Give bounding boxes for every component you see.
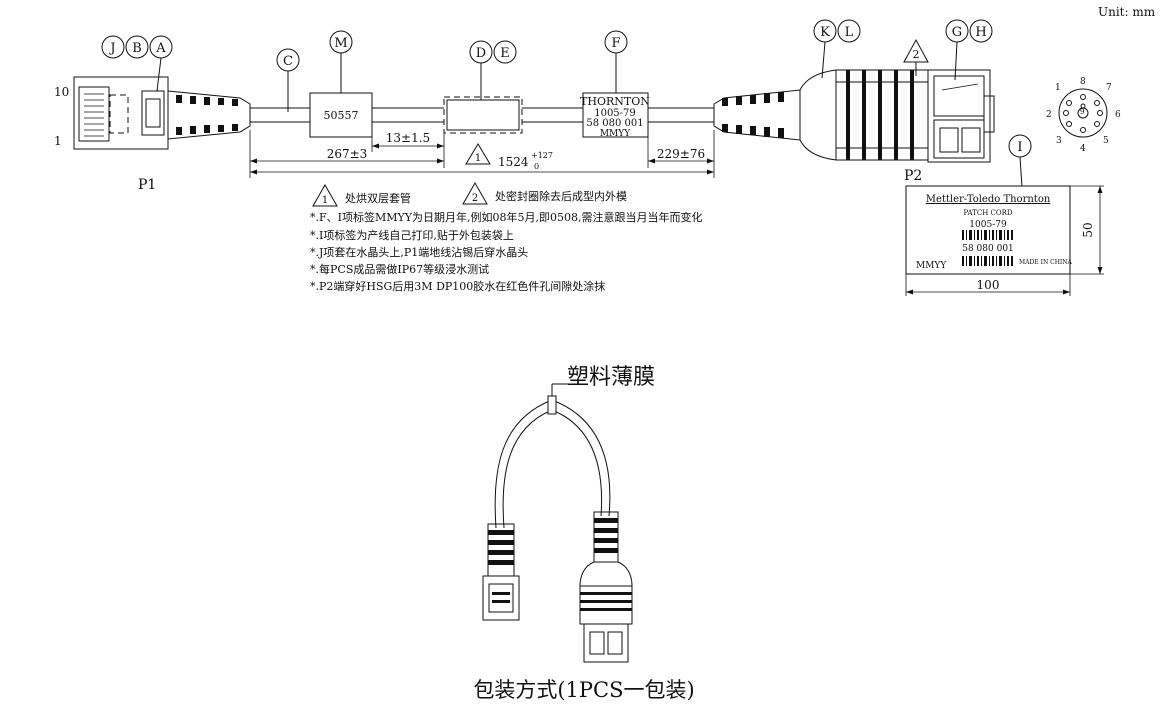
pin-label: 5 [1103,136,1109,146]
callout-m: M [334,36,347,51]
callout-gh-balloon [945,19,993,81]
label-i-part: 1005-79 [969,220,1007,230]
p1-pin-1-label: 1 [54,134,62,148]
dimension-lines [249,130,715,178]
label-i-title: Mettler-Toledo Thornton [926,194,1051,205]
callout-b: B [132,41,142,56]
p2-receptacle [927,69,995,163]
dimension-229: 229±76 [657,147,705,161]
callout-j: J [108,41,115,56]
callout-f: F [611,36,620,51]
pin-label: 6 [1115,110,1121,120]
label-i-height: 50 [1081,222,1095,237]
label-i-origin: MADE IN CHINA [1019,259,1073,266]
callout-c: C [283,54,293,69]
label-f-line2: 1005-79 [594,108,636,119]
dimension-267: 267±3 [327,147,368,161]
dimension-1524-tol-minus: 0 [534,162,539,171]
callout-l: L [845,25,854,40]
note-triangle-2-number: 2 [472,193,478,204]
p1-connector [73,76,169,150]
pin-label: 4 [1080,144,1086,154]
note-line-4: *.每PCS成品需做IP67等级浸水测试 [310,262,489,276]
p1-contacts [84,93,104,137]
label-i-width: 100 [977,278,1000,292]
callout-i-balloon [1008,134,1032,188]
label-i-date: MMYY [916,261,947,271]
label-m [309,92,373,138]
label-f-line3: 58 080 001 [586,118,643,129]
note-line-5: *.P2端穿好HSG后用3M DP100胶水在红色件孔间隙处涂抹 [310,279,605,293]
p2-connector-label: P2 [904,168,922,184]
callout-h: H [975,25,986,40]
label-f [582,92,649,138]
callout-m-balloon [329,30,353,93]
callout-d: D [476,46,486,61]
note-triangle-2 [462,181,488,205]
p2-body [799,69,929,161]
pin-label: 1 [1055,83,1061,93]
triangle-mark-1-text: 1 [475,153,481,164]
callout-de-balloon [469,40,517,100]
note-triangle-1-number: 1 [322,195,328,206]
label-i-barcode-bottom [962,256,1013,266]
note-line-3: *.J项套在水晶头上,P1端地线沾锡后穿水晶头 [310,245,528,259]
callout-c-balloon [276,48,300,112]
callout-jba [101,35,173,92]
cable [250,107,714,123]
note-line-1: *.F、I项标签MMYY为日期月年,例如08年5月,即0508,需注意跟当月当年… [310,210,703,224]
p1-pin-10-label: 10 [54,85,69,99]
triangle-mark-2 [903,38,929,76]
pin-label: 8 [1080,77,1086,87]
callout-g: G [952,25,962,40]
p2-boot [713,89,801,141]
packaging-drawing [482,383,633,663]
packaging-caption: 包装方式(1PCS一包装) [473,678,694,702]
note-line-2: *.I项标签为产线自己打印,贴于外包装袋上 [310,228,514,242]
dimension-1524: 1524 [498,155,529,169]
p1-boot [167,90,251,140]
callout-e: E [500,46,510,61]
pin-label: 9 [1080,108,1084,116]
note-triangle-1-text: 处烘双层套管 [345,191,411,205]
label-i-dimensions [905,185,1104,296]
label-i-subtitle: PATCH CORD [963,209,1012,217]
label-f-line4: MMYY [600,129,631,139]
heat-shrink-sleeve [443,96,523,134]
pin-label: 3 [1056,136,1062,146]
callout-i: I [1017,140,1022,155]
label-i-barcode-top [962,230,1013,240]
pinout-diagram [1058,88,1108,138]
packaging-film-label: 塑料薄膜 [567,365,655,390]
p1-connector-label: P1 [138,177,156,193]
pin-label: 7 [1106,83,1112,93]
dimension-1524-tol-plus: +127 [531,151,553,160]
label-m-text: 50557 [324,109,359,122]
triangle-mark-1 [465,143,491,165]
unit-label: Unit: mm [1098,5,1156,19]
triangle-mark-2-text: 2 [913,48,920,61]
label-i-number: 58 080 001 [962,244,1014,254]
callout-a: A [155,41,166,56]
label-i [905,185,1071,275]
label-f-line1: THORNTON [580,95,650,108]
callout-f-balloon [604,30,628,93]
dimension-13: 13±1.5 [386,131,430,145]
callout-k: K [820,25,830,40]
callout-kl-balloon [813,19,861,79]
note-triangle-1 [312,183,338,207]
note-triangle-2-text: 处密封圈除去后成型内外模 [495,189,627,203]
pin-label: 2 [1046,110,1052,120]
